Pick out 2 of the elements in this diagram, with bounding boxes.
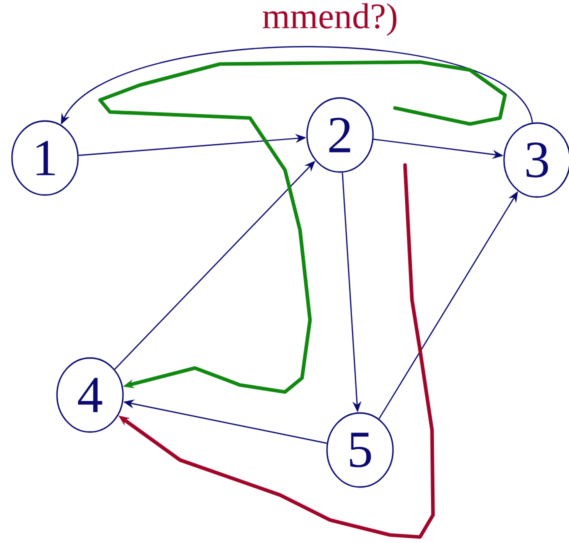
hand-drawn-arrow xyxy=(98,60,507,394)
heading-fragment: mmend?) xyxy=(262,3,396,36)
